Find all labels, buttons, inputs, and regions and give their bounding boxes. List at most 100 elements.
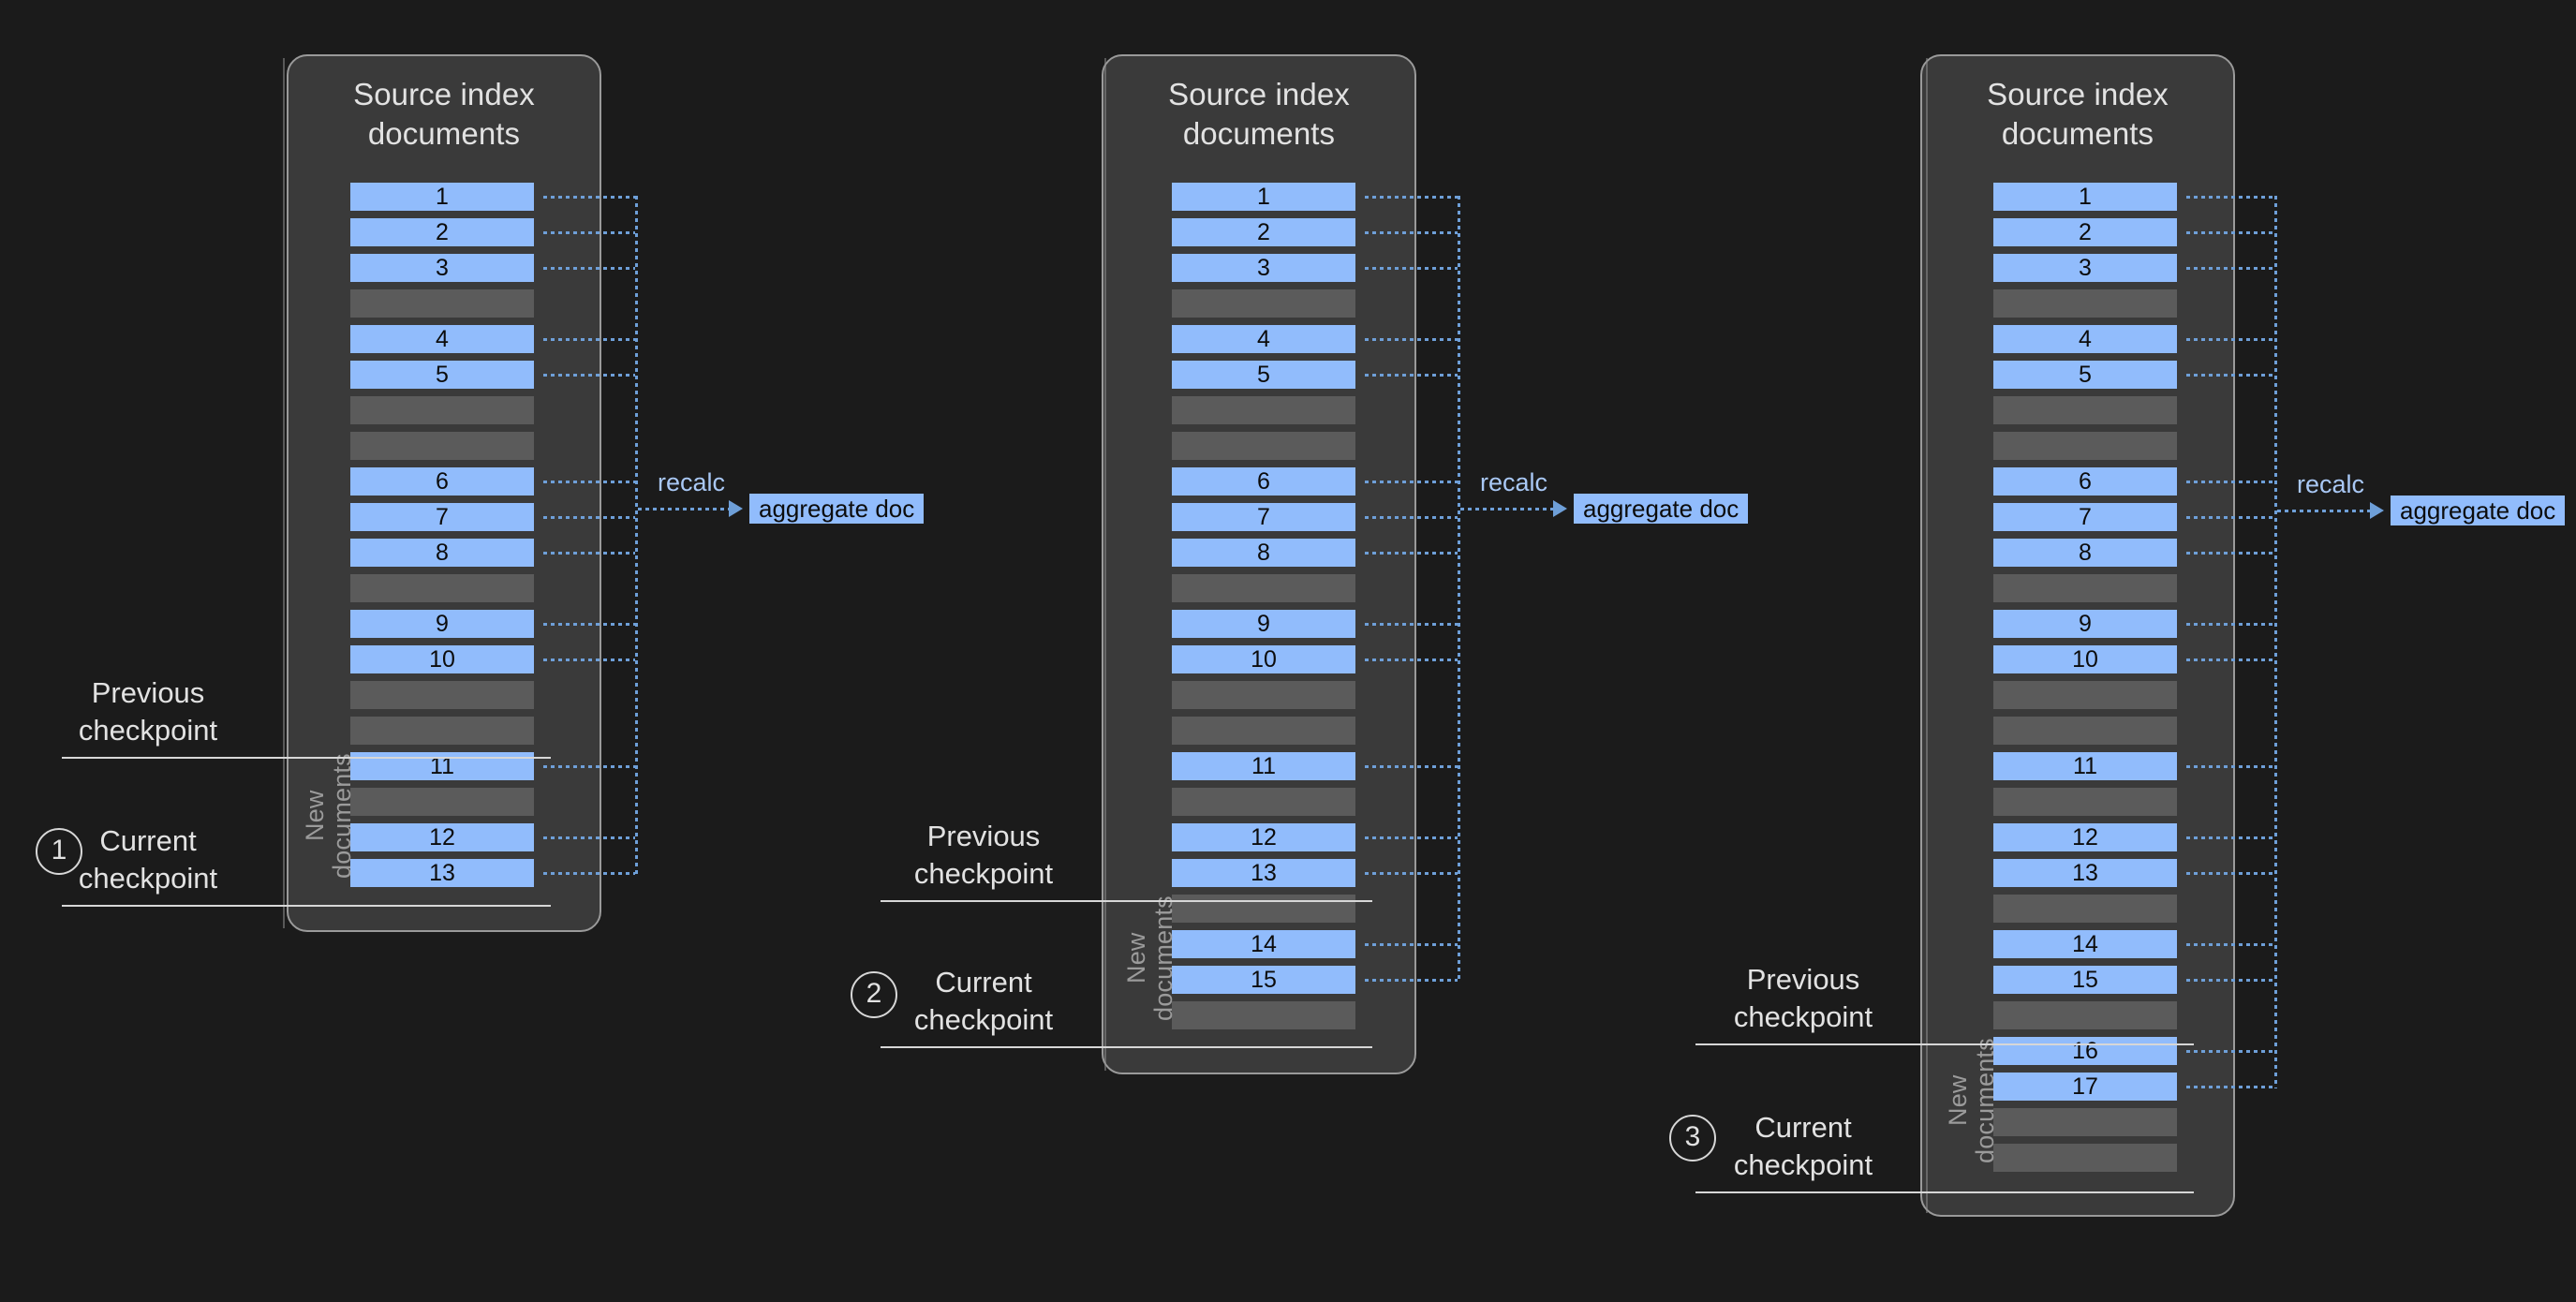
current-checkpoint-line-1 [62, 905, 551, 907]
collector-line-1 [635, 196, 638, 875]
document-row-3-12: 12 [1993, 823, 2177, 851]
stage-badge-1: 1 [36, 828, 82, 875]
document-row-2-11: 11 [1172, 752, 1355, 780]
new-documents-label-2: New documents [1122, 895, 1178, 1021]
connector-line-3-3 [2186, 267, 2274, 270]
document-row-3-14: 14 [1993, 930, 2177, 958]
gap-row-1-7 [350, 432, 534, 460]
connector-line-2-1 [1365, 196, 1458, 199]
current-checkpoint-line-2 [881, 1046, 1372, 1048]
connector-line-1-7 [543, 516, 635, 519]
gap-row-2-3 [1172, 289, 1355, 318]
connector-line-3-12 [2186, 836, 2274, 839]
connector-line-2-12 [1365, 836, 1458, 839]
gap-row-1-14 [350, 681, 534, 709]
gap-row-2-15 [1172, 717, 1355, 745]
document-row-2-13: 13 [1172, 859, 1355, 887]
document-row-1-8: 8 [350, 539, 534, 567]
gap-row-3-11 [1993, 574, 2177, 602]
connector-line-3-16 [2186, 1050, 2274, 1053]
connector-line-2-13 [1365, 872, 1458, 875]
collector-line-2 [1458, 196, 1460, 982]
recalc-arrow-head-1 [729, 500, 743, 517]
connector-line-2-9 [1365, 623, 1458, 626]
aggregate-doc-box-3: aggregate doc [2391, 496, 2565, 525]
gap-row-3-7 [1993, 432, 2177, 460]
document-row-1-5: 5 [350, 361, 534, 389]
document-row-2-8: 8 [1172, 539, 1355, 567]
gap-row-2-23 [1172, 1001, 1355, 1029]
connector-line-2-7 [1365, 516, 1458, 519]
document-row-2-12: 12 [1172, 823, 1355, 851]
gap-row-1-17 [350, 788, 534, 816]
connector-line-1-8 [543, 552, 635, 555]
new-documents-divider-1 [283, 58, 285, 928]
connector-line-3-17 [2186, 1086, 2274, 1088]
connector-line-1-13 [543, 872, 635, 875]
document-row-2-5: 5 [1172, 361, 1355, 389]
document-row-3-9: 9 [1993, 610, 2177, 638]
gap-row-3-15 [1993, 717, 2177, 745]
connector-line-2-14 [1365, 943, 1458, 946]
recalc-label-1: recalc [658, 468, 726, 496]
gap-row-1-11 [350, 574, 534, 602]
document-row-3-1: 1 [1993, 183, 2177, 211]
previous-checkpoint-line-2 [881, 900, 1372, 902]
document-row-2-1: 1 [1172, 183, 1355, 211]
new-documents-label-1: New documents [301, 753, 357, 879]
connector-line-3-5 [2186, 374, 2274, 377]
previous-checkpoint-label-1: Previous checkpoint [78, 676, 218, 747]
connector-line-1-6 [543, 481, 635, 483]
connector-line-3-1 [2186, 196, 2274, 199]
document-row-3-17: 17 [1993, 1073, 2177, 1101]
document-row-3-8: 8 [1993, 539, 2177, 567]
connector-line-2-15 [1365, 979, 1458, 982]
gap-row-2-17 [1172, 788, 1355, 816]
document-row-3-3: 3 [1993, 254, 2177, 282]
document-row-1-12: 12 [350, 823, 534, 851]
connector-line-1-5 [543, 374, 635, 377]
connector-line-3-9 [2186, 623, 2274, 626]
document-row-2-6: 6 [1172, 467, 1355, 496]
connector-line-1-11 [543, 765, 635, 768]
recalc-arrow-head-2 [1553, 500, 1567, 517]
new-documents-label-3: New documents [1944, 1038, 2000, 1163]
gap-row-1-15 [350, 717, 534, 745]
previous-checkpoint-line-3 [1695, 1043, 2194, 1045]
document-row-3-11: 11 [1993, 752, 2177, 780]
aggregate-doc-box-1: aggregate doc [749, 494, 924, 524]
connector-line-1-4 [543, 338, 635, 341]
document-row-3-15: 15 [1993, 966, 2177, 994]
connector-line-2-6 [1365, 481, 1458, 483]
panel-title-1: Source index documents [353, 77, 535, 152]
new-documents-divider-2 [1104, 58, 1106, 1071]
document-row-1-3: 3 [350, 254, 534, 282]
current-checkpoint-label-1: Current checkpoint [78, 824, 218, 895]
connector-line-3-6 [2186, 481, 2274, 483]
document-row-3-2: 2 [1993, 218, 2177, 246]
document-row-3-5: 5 [1993, 361, 2177, 389]
current-checkpoint-label-3: Current checkpoint [1733, 1111, 1873, 1182]
gap-row-2-11 [1172, 574, 1355, 602]
gap-row-3-17 [1993, 788, 2177, 816]
connector-line-3-14 [2186, 943, 2274, 946]
previous-checkpoint-label-3: Previous checkpoint [1733, 963, 1873, 1034]
document-row-3-16: 16 [1993, 1037, 2177, 1065]
gap-row-3-6 [1993, 396, 2177, 424]
connector-line-2-3 [1365, 267, 1458, 270]
gap-row-2-7 [1172, 432, 1355, 460]
stage-badge-3: 3 [1669, 1115, 1716, 1161]
connector-line-2-8 [1365, 552, 1458, 555]
connector-line-2-10 [1365, 658, 1458, 661]
gap-row-3-26 [1993, 1108, 2177, 1136]
document-row-2-9: 9 [1172, 610, 1355, 638]
recalc-arrow-shaft-3 [2277, 510, 2370, 512]
document-row-3-10: 10 [1993, 645, 2177, 673]
recalc-label-3: recalc [2297, 470, 2365, 498]
document-row-1-4: 4 [350, 325, 534, 353]
connector-line-2-11 [1365, 765, 1458, 768]
new-documents-divider-3 [1926, 58, 1928, 1213]
connector-line-2-2 [1365, 231, 1458, 234]
connector-line-2-4 [1365, 338, 1458, 341]
document-row-2-2: 2 [1172, 218, 1355, 246]
